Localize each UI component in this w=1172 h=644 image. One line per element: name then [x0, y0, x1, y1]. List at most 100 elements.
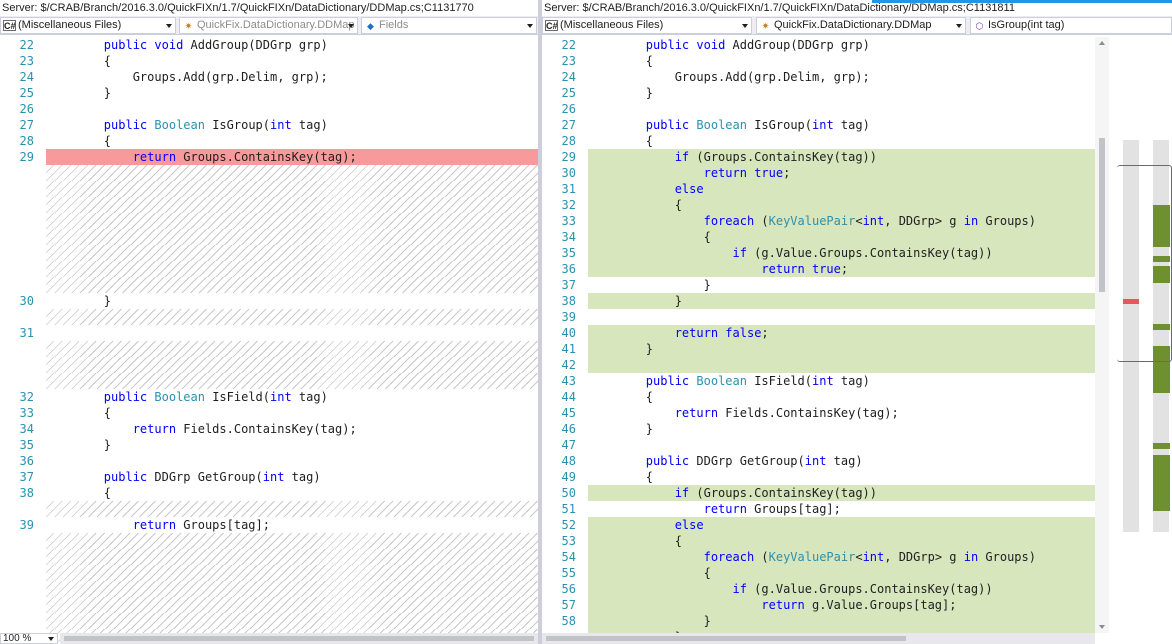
diff-filler-line[interactable]: [0, 181, 538, 197]
left-member-dropdown[interactable]: ◆Fields: [361, 17, 537, 34]
code-line[interactable]: 33 foreach (KeyValuePair<int, DDGrp> g i…: [542, 213, 1095, 229]
left-project-dropdown[interactable]: C#(Miscellaneous Files): [0, 17, 176, 34]
code-line[interactable]: 40 return false;: [542, 325, 1095, 341]
overview-viewport-indicator[interactable]: [1117, 165, 1172, 362]
scroll-down-arrow-icon[interactable]: [1099, 625, 1105, 629]
code-line[interactable]: 39: [542, 309, 1095, 325]
code-line[interactable]: 54 foreach (KeyValuePair<int, DDGrp> g i…: [542, 549, 1095, 565]
zoom-dropdown[interactable]: 100 %: [0, 633, 58, 644]
code-line[interactable]: 38 {: [0, 485, 538, 501]
code-line[interactable]: 51 return Groups[tag];: [542, 501, 1095, 517]
code-line[interactable]: 39 return Groups[tag];: [0, 517, 538, 533]
pane-splitter[interactable]: [538, 0, 542, 644]
code-line[interactable]: 50 if (Groups.ContainsKey(tag)): [542, 485, 1095, 501]
code-line[interactable]: 35 }: [0, 437, 538, 453]
diff-filler-line[interactable]: [0, 613, 538, 629]
code-line[interactable]: 28 {: [0, 133, 538, 149]
code-line[interactable]: 25 }: [542, 85, 1095, 101]
code-line[interactable]: 37 }: [542, 277, 1095, 293]
vertical-scroll-thumb[interactable]: [1099, 138, 1105, 292]
diff-filler-line[interactable]: [0, 197, 538, 213]
code-line[interactable]: 22 public void AddGroup(DDGrp grp): [0, 37, 538, 53]
code-line[interactable]: 33 {: [0, 405, 538, 421]
diff-filler-line[interactable]: [0, 549, 538, 565]
diff-filler-line[interactable]: [0, 565, 538, 581]
code-line[interactable]: 46 }: [542, 421, 1095, 437]
code-line[interactable]: 29 if (Groups.ContainsKey(tag)): [542, 149, 1095, 165]
left-horizontal-scroll-thumb[interactable]: [64, 636, 534, 641]
right-project-dropdown[interactable]: C#(Miscellaneous Files): [542, 17, 752, 34]
diff-filler-line[interactable]: [0, 213, 538, 229]
code-line[interactable]: 26: [0, 101, 538, 117]
right-type-dropdown[interactable]: ✷QuickFix.DataDictionary.DDMap: [756, 17, 966, 34]
left-code-editor[interactable]: 22 public void AddGroup(DDGrp grp)23 {24…: [0, 37, 538, 644]
left-type-dropdown[interactable]: ✷QuickFix.DataDictionary.DDMap: [179, 17, 358, 34]
code-line[interactable]: 45 return Fields.ContainsKey(tag);: [542, 405, 1095, 421]
code-text: [46, 245, 538, 261]
code-line[interactable]: 58 }: [542, 613, 1095, 629]
code-line[interactable]: 49 {: [542, 469, 1095, 485]
code-line[interactable]: 36: [0, 453, 538, 469]
code-line[interactable]: 41 }: [542, 341, 1095, 357]
diff-overview-margin[interactable]: [1117, 37, 1172, 633]
diff-filler-line[interactable]: [0, 277, 538, 293]
code-token: Groups[tag];: [176, 518, 270, 532]
code-line[interactable]: 24 Groups.Add(grp.Delim, grp);: [0, 69, 538, 85]
code-line[interactable]: 47: [542, 437, 1095, 453]
diff-filler-line[interactable]: [0, 533, 538, 549]
code-line[interactable]: 55 {: [542, 565, 1095, 581]
code-line[interactable]: 32 {: [542, 197, 1095, 213]
code-line[interactable]: 35 if (g.Value.Groups.ContainsKey(tag)): [542, 245, 1095, 261]
code-line[interactable]: 30 }: [0, 293, 538, 309]
diff-filler-line[interactable]: [0, 581, 538, 597]
code-line[interactable]: 34 {: [542, 229, 1095, 245]
code-line[interactable]: 30 return true;: [542, 165, 1095, 181]
code-line[interactable]: 28 {: [542, 133, 1095, 149]
diff-filler-line[interactable]: [0, 245, 538, 261]
code-line[interactable]: 53 {: [542, 533, 1095, 549]
code-line[interactable]: 27 public Boolean IsGroup(int tag): [542, 117, 1095, 133]
right-horizontal-scrollbar[interactable]: [542, 633, 1095, 644]
code-line[interactable]: 38 }: [542, 293, 1095, 309]
diff-filler-line[interactable]: [0, 597, 538, 613]
code-line[interactable]: 52 else: [542, 517, 1095, 533]
code-line[interactable]: 48 public DDGrp GetGroup(int tag): [542, 453, 1095, 469]
code-line[interactable]: 31 else: [542, 181, 1095, 197]
diff-filler-line[interactable]: [0, 229, 538, 245]
diff-filler-line[interactable]: [0, 261, 538, 277]
diff-filler-line[interactable]: [0, 501, 538, 517]
code-line[interactable]: 23 {: [0, 53, 538, 69]
code-line[interactable]: 37 public DDGrp GetGroup(int tag): [0, 469, 538, 485]
code-line[interactable]: 26: [542, 101, 1095, 117]
right-horizontal-scroll-thumb[interactable]: [546, 636, 906, 641]
line-number: 52: [561, 518, 576, 532]
code-line[interactable]: 57 return g.Value.Groups[tag];: [542, 597, 1095, 613]
code-line[interactable]: 32 public Boolean IsField(int tag): [0, 389, 538, 405]
right-code-editor[interactable]: 22 public void AddGroup(DDGrp grp)23 {24…: [542, 37, 1095, 644]
diff-filler-line[interactable]: [0, 357, 538, 373]
code-line[interactable]: 31: [0, 325, 538, 341]
diff-filler-line[interactable]: [0, 309, 538, 325]
diff-filler-line[interactable]: [0, 373, 538, 389]
code-line[interactable]: 44 {: [542, 389, 1095, 405]
scroll-up-arrow-icon[interactable]: [1099, 41, 1105, 45]
diff-filler-line[interactable]: [0, 341, 538, 357]
code-line[interactable]: 36 return true;: [542, 261, 1095, 277]
code-line[interactable]: 22 public void AddGroup(DDGrp grp): [542, 37, 1095, 53]
left-horizontal-scrollbar[interactable]: [60, 633, 538, 644]
code-line[interactable]: 23 {: [542, 53, 1095, 69]
code-line[interactable]: 42: [542, 357, 1095, 373]
code-line[interactable]: 56 if (g.Value.Groups.ContainsKey(tag)): [542, 581, 1095, 597]
keyword-token: return: [132, 422, 177, 436]
code-line[interactable]: 27 public Boolean IsGroup(int tag): [0, 117, 538, 133]
line-number: 36: [19, 454, 34, 468]
right-member-dropdown[interactable]: ⬡IsGroup(int tag): [970, 17, 1172, 34]
vertical-scrollbar[interactable]: [1095, 37, 1109, 633]
code-line[interactable]: 24 Groups.Add(grp.Delim, grp);: [542, 69, 1095, 85]
diff-filler-line[interactable]: [0, 165, 538, 181]
code-line[interactable]: 25 }: [0, 85, 538, 101]
keyword-token: void: [154, 38, 184, 52]
code-line[interactable]: 34 return Fields.ContainsKey(tag);: [0, 421, 538, 437]
code-line[interactable]: 29 return Groups.ContainsKey(tag);: [0, 149, 538, 165]
code-line[interactable]: 43 public Boolean IsField(int tag): [542, 373, 1095, 389]
